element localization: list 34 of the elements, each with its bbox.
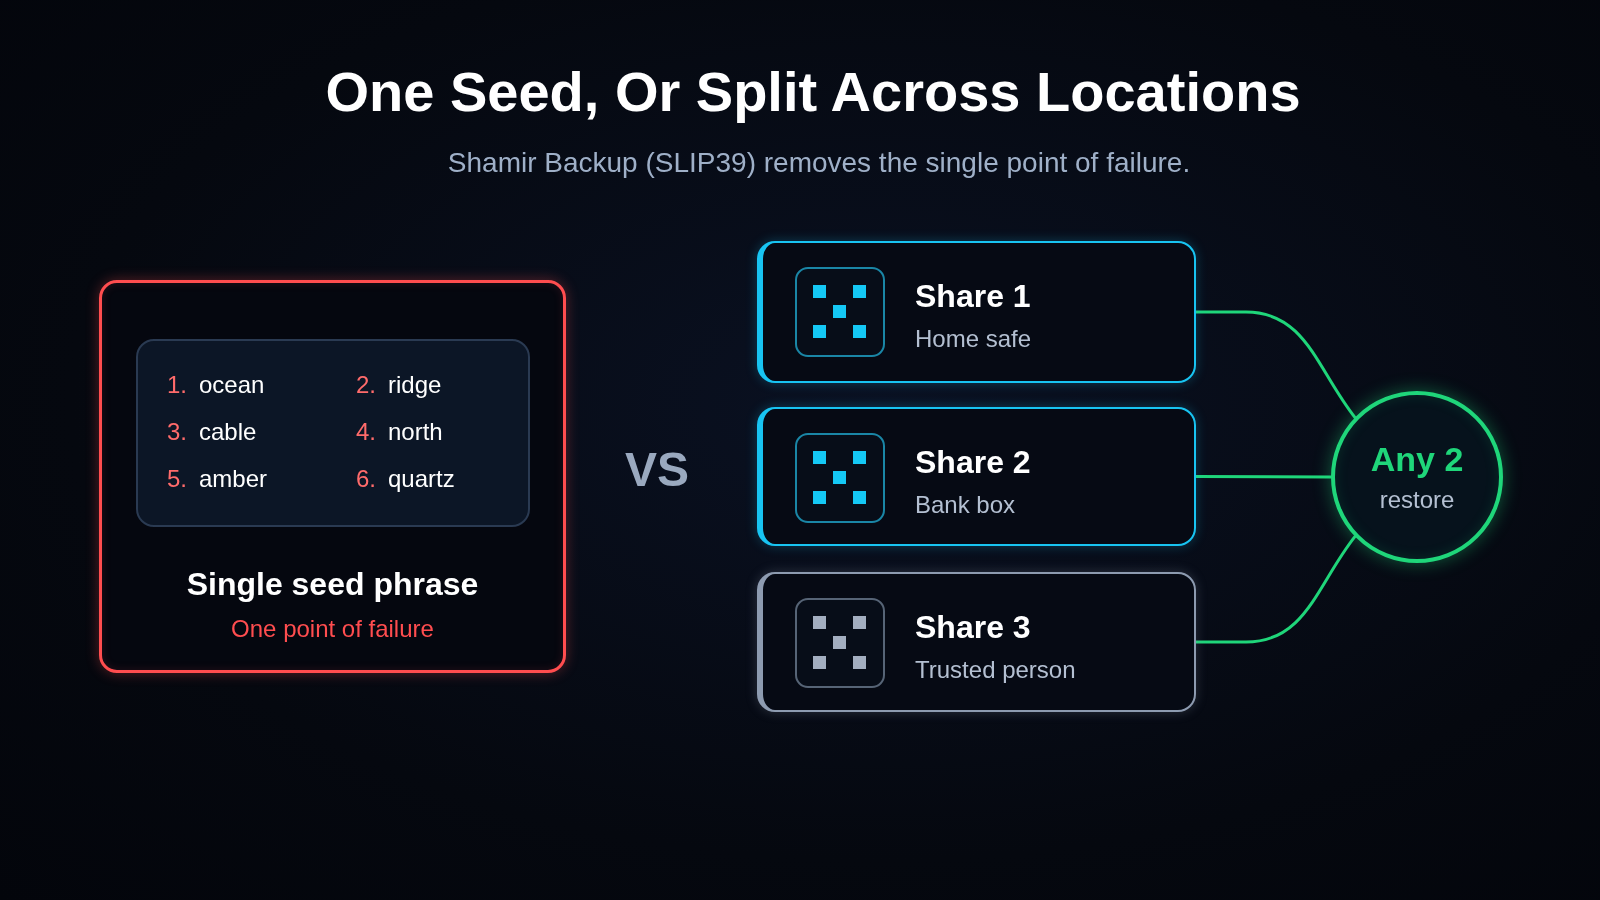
connector-line: [1194, 310, 1357, 420]
share-location: Bank box: [915, 490, 1017, 520]
list-number: 2.: [356, 370, 377, 400]
threshold-count: Any 2: [1370, 439, 1464, 479]
list-number: 5.: [167, 464, 188, 494]
share-card: [757, 241, 1196, 383]
share-title: Share 3: [915, 608, 1032, 647]
subtitle: Shamir Backup (SLIP39) removes the single point of failure.: [446, 146, 1192, 180]
share-location: Home safe: [915, 324, 1032, 354]
share-title: Share 2: [915, 443, 1031, 482]
share-card: [757, 572, 1196, 712]
seed-word: cable: [199, 417, 257, 447]
threshold-caption: restore: [1379, 485, 1455, 515]
panel-heading: Single seed phrase: [186, 565, 479, 604]
seed-word: ridge: [388, 370, 442, 400]
list-number: 1.: [167, 370, 188, 400]
share-card: [757, 407, 1196, 546]
threshold-circle: [1331, 391, 1503, 563]
seed-word: quartz: [388, 464, 455, 494]
share-title: Share 1: [915, 277, 1032, 316]
outlined-panel: [99, 280, 566, 673]
word-list-panel: [136, 339, 530, 527]
seed-word: north: [388, 417, 443, 447]
connector-line: [1194, 534, 1357, 644]
vs-label: VS: [624, 442, 690, 498]
seed-word: amber: [199, 464, 268, 494]
title: One Seed, Or Split Across Locations: [324, 60, 1302, 124]
connector-line: [1194, 475, 1333, 479]
share-location: Trusted person: [915, 655, 1076, 685]
list-number: 3.: [167, 417, 188, 447]
list-number: 4.: [356, 417, 377, 447]
warning-text: One point of failure: [231, 614, 434, 644]
list-number: 6.: [356, 464, 377, 494]
seed-word: ocean: [199, 370, 265, 400]
